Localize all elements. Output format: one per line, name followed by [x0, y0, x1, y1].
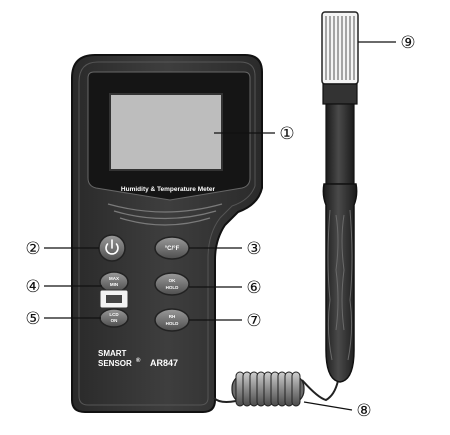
- rh-hold-button[interactable]: RH HOLD: [154, 308, 190, 332]
- max-min-label-2: MIN: [110, 282, 118, 287]
- power-icon: [105, 239, 119, 255]
- callout-8: ⑧: [356, 401, 371, 421]
- lcd-label-2: ON: [111, 318, 118, 323]
- ok-hold-label-2: HOLD: [166, 285, 179, 290]
- slot-insert: [106, 295, 122, 303]
- callout-5: ⑤: [25, 309, 40, 329]
- callout-3: ③: [246, 239, 261, 259]
- max-min-label-1: MAX: [109, 276, 119, 281]
- callout-6: ⑥: [246, 278, 261, 298]
- callout-numbers: ① ② ③ ④ ⑤ ⑥ ⑦ ⑧ ⑨: [25, 33, 415, 421]
- probe-mesh: [325, 16, 355, 80]
- callout-2: ②: [25, 239, 40, 259]
- probe-handle: [322, 183, 358, 383]
- brand-line-2: SENSOR: [98, 359, 132, 368]
- lcd-screen: [109, 93, 223, 171]
- callout-lines: [44, 41, 396, 411]
- sensor-probe: [321, 11, 359, 383]
- coiled-cable: [231, 371, 305, 407]
- display-window: Humidity & Temperature Meter: [87, 71, 251, 201]
- callout-9: ⑨: [400, 33, 415, 53]
- unit-toggle-label: °C/°F: [165, 246, 180, 252]
- callout-7: ⑦: [246, 311, 261, 331]
- ok-hold-button[interactable]: OK HOLD: [154, 272, 190, 296]
- power-button[interactable]: [98, 234, 126, 262]
- brand-registered-mark: ®: [136, 357, 141, 364]
- max-min-button[interactable]: MAX MIN: [99, 271, 129, 293]
- rh-hold-label-1: RH: [169, 314, 176, 319]
- callout-4: ④: [25, 277, 40, 297]
- callout-1: ①: [279, 124, 294, 144]
- brand-logo: SMART SENSOR ®: [98, 349, 141, 368]
- probe-sensor-cap: [321, 11, 359, 85]
- ok-hold-label-1: OK: [169, 278, 177, 283]
- decorative-grille: [107, 203, 223, 226]
- probe-grip-texture: [327, 209, 353, 361]
- rh-hold-label-2: HOLD: [166, 321, 179, 326]
- model-label: AR847: [150, 358, 178, 368]
- lcd-label-1: LCD: [109, 312, 119, 317]
- brand-line-1: SMART: [98, 349, 127, 358]
- screen-caption: Humidity & Temperature Meter: [121, 186, 216, 193]
- lcd-button[interactable]: LCD ON: [99, 308, 129, 328]
- unit-toggle-button[interactable]: °C/°F: [154, 236, 190, 260]
